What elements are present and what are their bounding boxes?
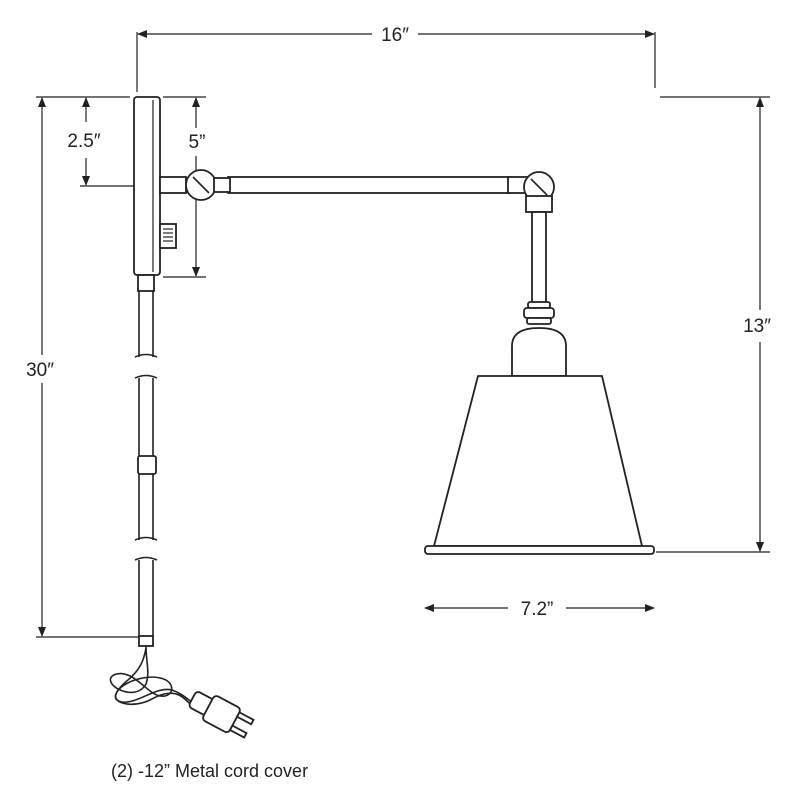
arm-mount-collar [159, 176, 187, 194]
metal-cord-cover [134, 274, 158, 647]
drop-stem [531, 211, 547, 305]
rotary-switch-icon [159, 223, 177, 249]
power-cord [109, 645, 255, 739]
stem-ring-lower [526, 317, 552, 325]
knuckle-left-neck [213, 177, 231, 193]
dimension-backplate-offset: 2.5″ [67, 97, 134, 187]
dimension-lamp-height: 13″ [656, 96, 771, 553]
shade-width-label: 7.2” [521, 599, 554, 620]
dimension-shade-width: 7.2” [424, 599, 655, 620]
offset-label: 2.5″ [67, 131, 100, 152]
plug-prong-bottom [228, 724, 248, 739]
lamp-height-label: 13″ [743, 316, 771, 337]
break-mark-2b [134, 556, 158, 561]
break-mark-1b [134, 374, 158, 379]
lamp-head [424, 211, 655, 555]
plate-height-label: 5” [189, 132, 206, 153]
cord-cover-end-cap [138, 635, 154, 647]
shade-rim [424, 545, 655, 555]
width-label: 16″ [381, 25, 409, 46]
break-mark-1a [134, 353, 158, 358]
drop-collar [525, 195, 553, 213]
coiled-cord-strand [114, 647, 199, 707]
socket-cap [511, 327, 567, 377]
plug-icon [188, 691, 255, 739]
coiled-cord [109, 645, 201, 709]
plug-prong-top [235, 711, 255, 726]
height-label: 30″ [26, 360, 54, 381]
stem-ring-middle [523, 307, 555, 319]
backplate-body [133, 96, 161, 276]
lamp-shade [432, 375, 644, 547]
dimension-backplate-height: 5” [163, 96, 206, 278]
dimension-total-width: 16″ [136, 25, 656, 92]
break-mark-2a [134, 536, 158, 541]
dimension-total-height: 30″ [26, 96, 140, 638]
plug-body [202, 695, 241, 733]
swing-arm [159, 169, 555, 213]
cord-cover-caption: (2) -12” Metal cord cover [111, 761, 308, 781]
arm-tube [227, 176, 511, 194]
cord-cover-top-collar [137, 274, 155, 292]
cord-cover-coupler [137, 455, 157, 475]
